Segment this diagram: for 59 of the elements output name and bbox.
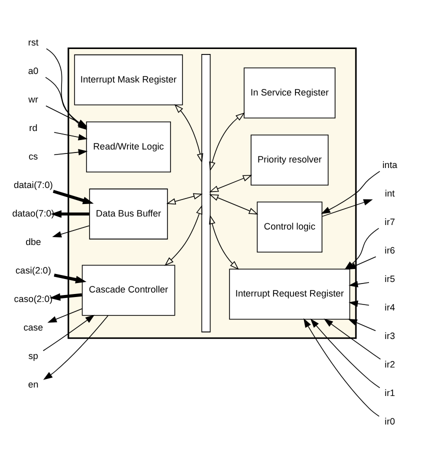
node-text: wr bbox=[28, 94, 38, 104]
arrow bbox=[166, 192, 203, 204]
node-text: ir7 bbox=[384, 216, 395, 226]
node-bar bbox=[201, 54, 211, 332]
arrow bbox=[52, 224, 90, 237]
node-box: Cascade Controller bbox=[82, 264, 176, 316]
arrow bbox=[346, 256, 376, 270]
node-text: ir0 bbox=[384, 416, 395, 426]
node-text: en bbox=[28, 379, 38, 390]
arrow bbox=[43, 314, 108, 380]
arrow bbox=[54, 148, 88, 155]
arrow bbox=[310, 318, 380, 388]
arrow bbox=[209, 174, 252, 192]
node-text: ir5 bbox=[384, 273, 395, 284]
arrow bbox=[348, 280, 370, 287]
node-text: ir4 bbox=[384, 302, 395, 312]
node-box: Control logic bbox=[256, 201, 322, 252]
node-text: cs bbox=[28, 150, 38, 161]
node-box: In Service Register bbox=[244, 67, 336, 118]
arrow bbox=[52, 189, 94, 204]
node-text: dbe bbox=[26, 236, 42, 246]
arrow bbox=[348, 318, 376, 331]
arrow bbox=[50, 292, 82, 300]
arrow bbox=[46, 104, 88, 126]
node-box: Interrupt Mask Register bbox=[74, 54, 183, 105]
arrow bbox=[42, 314, 95, 351]
arrow bbox=[324, 318, 381, 360]
node-box: Interrupt Request Register bbox=[229, 268, 350, 320]
node-box: Priority resolver bbox=[250, 134, 329, 185]
arrow bbox=[174, 104, 204, 162]
node-text: rst bbox=[28, 36, 38, 47]
arrow bbox=[54, 273, 86, 283]
arrow bbox=[54, 132, 88, 140]
arrow bbox=[348, 300, 370, 306]
node-text: a0 bbox=[28, 65, 38, 76]
node-box: Read/Write Logic bbox=[86, 121, 171, 172]
arrow bbox=[303, 318, 380, 416]
node-text: ir6 bbox=[384, 244, 395, 255]
node-text: ir1 bbox=[384, 388, 395, 398]
node-text: sp bbox=[28, 350, 38, 360]
node-text: rd bbox=[29, 122, 38, 132]
node-text: datai(7:0) bbox=[14, 179, 53, 190]
node-box: Data Bus Buffer bbox=[89, 188, 168, 239]
arrow bbox=[50, 210, 90, 218]
node-text: int bbox=[384, 188, 395, 198]
node-text: inta bbox=[382, 159, 398, 170]
arrow bbox=[322, 198, 373, 216]
arrow bbox=[209, 194, 258, 214]
node-text: ir3 bbox=[384, 330, 395, 340]
arrow bbox=[209, 112, 245, 171]
node-text: casi(2:0) bbox=[16, 264, 52, 275]
arrow bbox=[320, 170, 380, 214]
node-text: ir2 bbox=[384, 358, 395, 369]
arrow bbox=[47, 308, 83, 322]
node-text: caso(2:0) bbox=[14, 293, 53, 304]
node-text: datao(7:0) bbox=[12, 208, 54, 218]
node-text: case bbox=[24, 322, 44, 332]
arrow bbox=[209, 214, 239, 270]
arrow bbox=[164, 204, 202, 266]
